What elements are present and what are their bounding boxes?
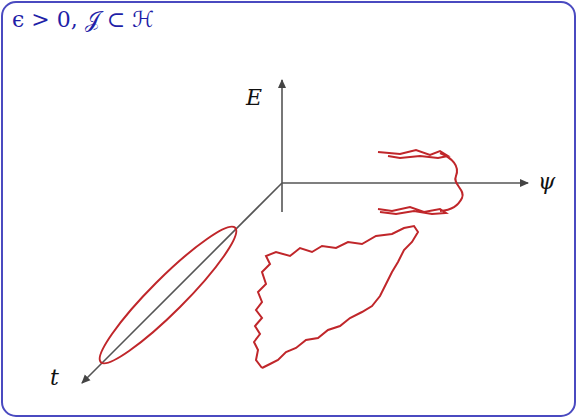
axis-label: E	[246, 86, 262, 110]
time-axis	[82, 183, 282, 383]
condition-heading: ϵ > 0, 𝒥 ⊂ ℋ	[12, 8, 154, 32]
psi-curve	[378, 150, 463, 214]
psi-axis	[282, 182, 528, 184]
axis-label: ψ	[538, 170, 555, 194]
energy-axis	[281, 80, 283, 212]
wiggly-loop	[254, 226, 418, 368]
orbit-ellipse	[89, 216, 247, 374]
axis-label: t	[50, 366, 59, 390]
